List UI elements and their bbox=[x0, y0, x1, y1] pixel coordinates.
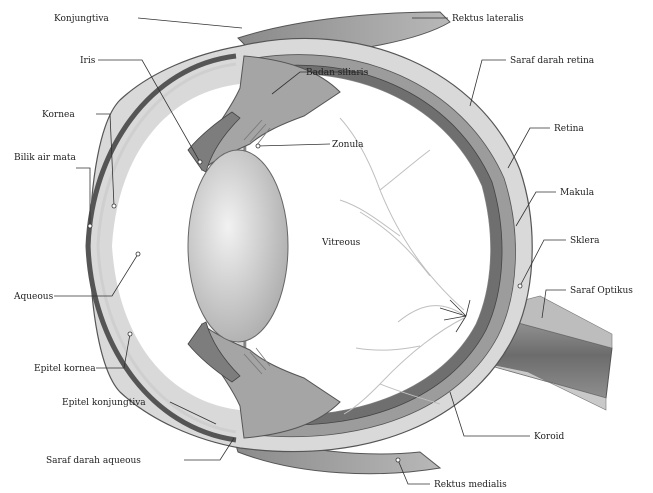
label-iris: Iris bbox=[80, 56, 96, 66]
label-konjungtiva: Konjungtiva bbox=[54, 14, 109, 24]
label-saraf-optikus: Saraf Optikus bbox=[570, 286, 633, 296]
label-epitel-kornea: Epitel kornea bbox=[34, 364, 96, 374]
lens bbox=[188, 150, 288, 342]
label-retina: Retina bbox=[554, 124, 584, 134]
label-aqueous: Aqueous bbox=[13, 292, 54, 302]
label-badan-siliaris: Badan siliaris bbox=[306, 68, 369, 78]
label-rektus-lateralis: Rektus lateralis bbox=[452, 14, 524, 24]
label-zonula: Zonula bbox=[332, 140, 364, 150]
label-vitreous: Vitreous bbox=[321, 238, 361, 248]
label-koroid: Koroid bbox=[534, 432, 564, 442]
label-epitel-konjungtiva: Epitel konjungtiva bbox=[62, 398, 146, 408]
label-makula: Makula bbox=[560, 188, 595, 198]
label-sklera: Sklera bbox=[570, 236, 600, 246]
label-bilik-air-mata: Bilik air mata bbox=[14, 153, 76, 163]
label-kornea: Kornea bbox=[42, 110, 75, 120]
label-saraf-darah-aqueous: Saraf darah aqueous bbox=[46, 456, 141, 466]
label-saraf-darah-retina: Saraf darah retina bbox=[510, 56, 595, 66]
label-bilik-air-mata-text: Bilik air mata bbox=[14, 153, 76, 163]
label-rektus-medialis: Rektus medialis bbox=[434, 480, 507, 490]
